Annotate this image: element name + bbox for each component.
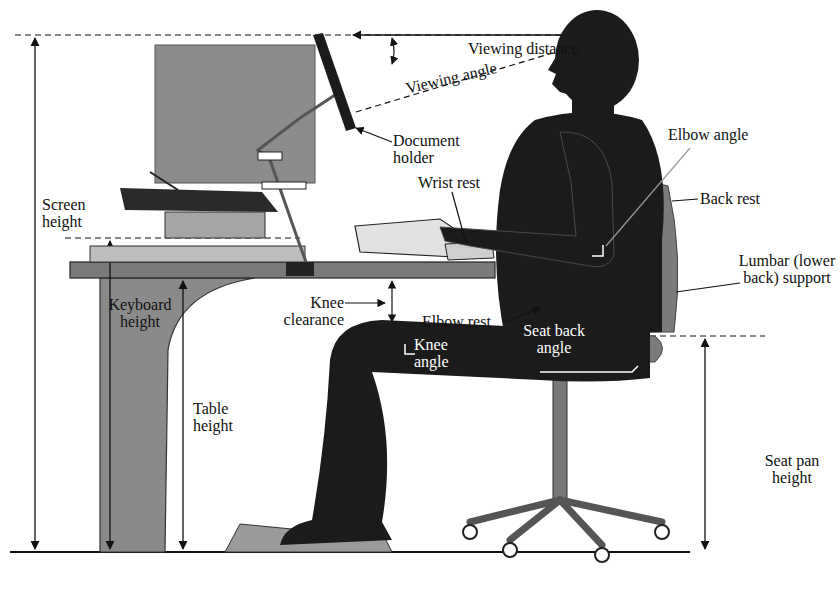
part-label: Knee angle: [414, 336, 466, 371]
dimension-arrow: [34, 38, 35, 549]
part-label: Knee clearance: [262, 294, 344, 329]
leader-line: [606, 148, 690, 246]
arm-silhouette: [440, 132, 614, 267]
document-holder-board: [313, 33, 356, 131]
dimension-arrow: [391, 281, 392, 322]
part-label: Elbow angle: [668, 126, 778, 143]
desk-leg: [100, 278, 255, 552]
seat-level-line: [640, 335, 765, 336]
chair-base: [470, 500, 662, 545]
leader-arrow: [345, 302, 385, 303]
angle-marker: [592, 245, 603, 256]
part-label: Viewing angle: [404, 53, 525, 97]
leader-line: [676, 283, 740, 292]
part-label: Elbow rest: [422, 313, 522, 330]
monitor-stand: [150, 172, 178, 190]
angle-marker: [540, 366, 638, 372]
person-silhouette: [280, 10, 664, 545]
dimension-arrow: [109, 241, 110, 549]
monitor-body: [155, 45, 315, 183]
holder-clamp: [262, 182, 306, 189]
desk-top: [70, 262, 495, 278]
part-label: Document holder: [393, 132, 473, 167]
holder-arm: [258, 95, 335, 262]
leader-arrow: [505, 308, 540, 322]
part-label: Back rest: [700, 190, 800, 207]
part-label: Seat back angle: [510, 322, 598, 357]
part-label: Keyboard height: [98, 296, 182, 331]
dimension-arrow: [182, 281, 183, 549]
monitor-base: [120, 188, 278, 212]
part-label: Screen height: [42, 196, 114, 231]
part-label: Viewing distance: [468, 40, 618, 57]
dimension-arrow: [704, 339, 705, 549]
part-label: Seat pan height: [750, 452, 834, 487]
sight-line: [356, 40, 596, 112]
angle-marker: [405, 344, 415, 354]
monitor-plate: [90, 246, 305, 262]
leader-line: [452, 192, 466, 243]
leader-line: [672, 199, 698, 201]
part-label: Wrist rest: [418, 174, 518, 191]
monitor-riser: [165, 212, 265, 238]
part-label: Table height: [193, 400, 255, 435]
chair-wheels: [463, 525, 669, 562]
desk-clamp: [286, 262, 314, 276]
leader-arrow: [356, 128, 392, 142]
holder-clamp: [258, 152, 282, 160]
angle-arc: [392, 38, 394, 64]
part-label: Lumbar (lower back) support: [738, 252, 836, 287]
